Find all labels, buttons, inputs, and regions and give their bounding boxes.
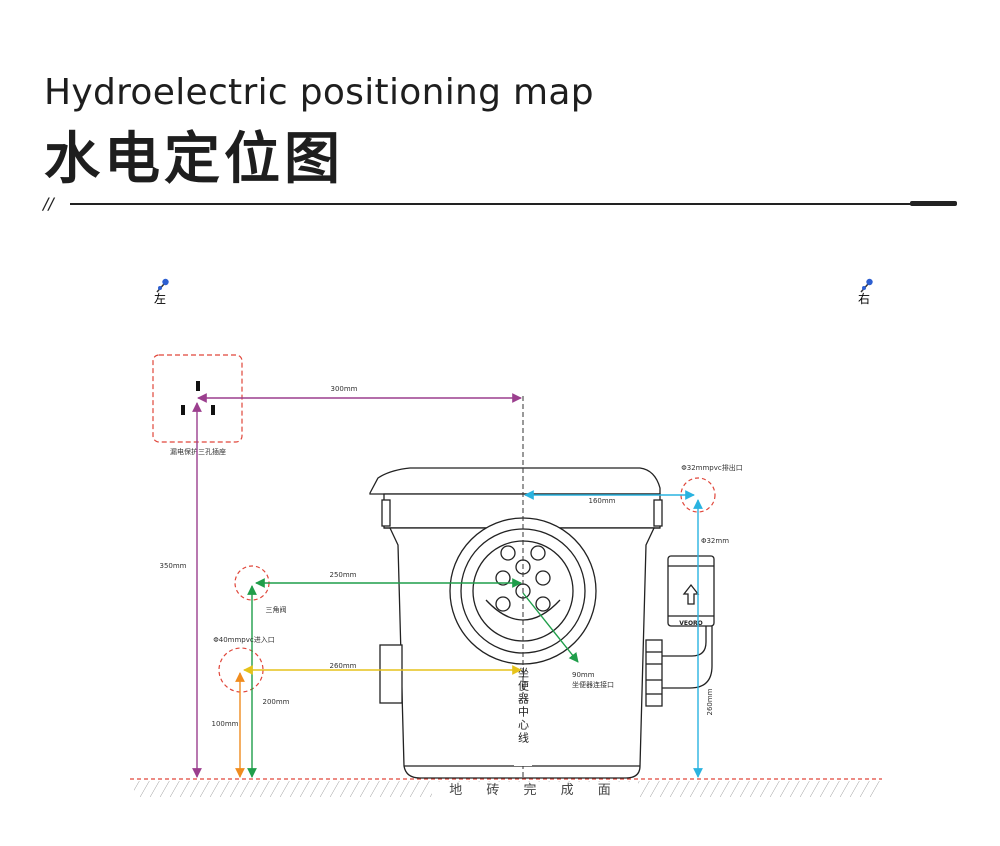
valve-height-label: 200mm bbox=[263, 698, 290, 706]
page-title-cn: 水电定位图 bbox=[44, 127, 344, 192]
inlet-dimensions: Φ40mmpvc进入口 260mm 100mm bbox=[212, 636, 522, 778]
valve-to-center-label: 250mm bbox=[330, 571, 357, 579]
outlet-height-label: 260mm bbox=[706, 688, 714, 715]
outlet-to-center-label: 160mm bbox=[589, 497, 616, 505]
brand-label: VEORO bbox=[679, 620, 703, 627]
centerline-label: 坐便器中心线 bbox=[517, 667, 530, 745]
divider-line bbox=[70, 203, 956, 205]
floor-label: 地 砖 完 成 面 bbox=[449, 783, 621, 798]
page-title-en: Hydroelectric positioning map bbox=[44, 72, 594, 113]
socket-height-label: 350mm bbox=[160, 562, 187, 570]
socket-dimensions: 300mm 350mm bbox=[160, 385, 522, 778]
floor-finish: 地 砖 完 成 面 bbox=[130, 778, 882, 798]
outlet-label: Φ32mmpvc排出口 bbox=[681, 463, 743, 472]
pump-unit bbox=[369, 467, 715, 779]
divider-mark: // bbox=[43, 194, 54, 213]
marker-right: 右 bbox=[858, 278, 873, 306]
pushpin-icon bbox=[860, 278, 873, 293]
outlet-pipe-label: Φ32mm bbox=[701, 537, 729, 545]
toilet-connection-size: 90mm bbox=[572, 671, 595, 679]
outlet-dimensions: Φ32mmpvc排出口 160mm Φ32mm 260mm bbox=[524, 463, 743, 778]
marker-left-label: 左 bbox=[154, 291, 166, 306]
pushpin-icon bbox=[156, 278, 169, 293]
centerline-label-bg bbox=[514, 694, 532, 766]
inlet-height-label: 100mm bbox=[212, 720, 239, 728]
marker-right-label: 右 bbox=[858, 291, 870, 306]
inlet-to-center-label: 260mm bbox=[330, 662, 357, 670]
outlet-target bbox=[680, 477, 716, 513]
valve-dimensions: 250mm 三角阀 200mm 90mm 坐便器连接口 bbox=[247, 571, 614, 778]
socket-label: 漏电保护三孔插座 bbox=[170, 447, 226, 456]
valve-label: 三角阀 bbox=[266, 605, 287, 614]
inlet-label: Φ40mmpvc进入口 bbox=[213, 636, 275, 644]
divider-accent bbox=[910, 201, 957, 206]
marker-left: 左 bbox=[154, 278, 169, 306]
toilet-connection-label: 坐便器连接口 bbox=[572, 680, 614, 689]
socket-to-center-label: 300mm bbox=[331, 385, 358, 393]
